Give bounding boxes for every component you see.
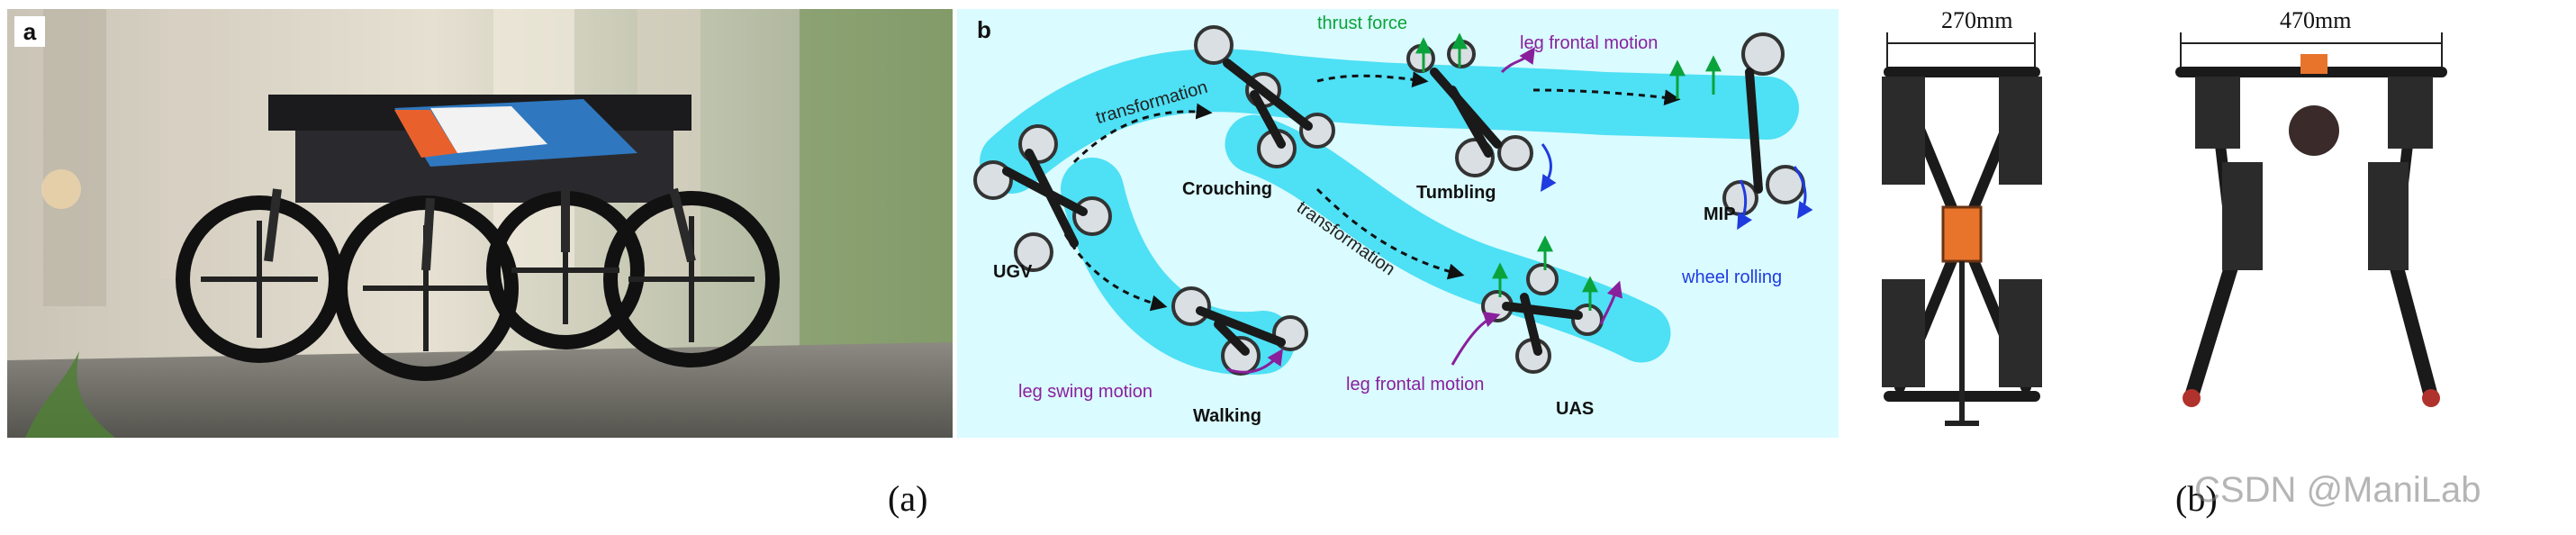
label-leg-frontal-motion-bottom: leg frontal motion bbox=[1346, 375, 1485, 394]
label-wheel-rolling: wheel rolling bbox=[1682, 268, 1783, 287]
watermark-text: CSDN @ManiLab bbox=[2194, 470, 2481, 510]
label-thrust-force: thrust force bbox=[1317, 14, 1408, 33]
robot-dimensions-figure bbox=[1882, 32, 2447, 426]
upper-band bbox=[980, 49, 1799, 194]
panel-letter-b: b bbox=[977, 16, 991, 43]
stage-tumbling: Tumbling bbox=[1416, 183, 1496, 203]
label-leg-swing-motion: leg swing motion bbox=[1018, 382, 1152, 402]
stage-crouching: Crouching bbox=[1182, 179, 1272, 199]
robot-dimensions-panel: 270mm 470mm bbox=[1855, 0, 2576, 438]
label-leg-frontal-motion-top: leg frontal motion bbox=[1520, 33, 1659, 53]
dimension-label-left: 270mm bbox=[1941, 7, 2013, 33]
dimension-label-right: 470mm bbox=[2280, 7, 2352, 33]
robot-photo-panel: a bbox=[7, 9, 953, 438]
stage-uas: UAS bbox=[1556, 399, 1595, 419]
robot-photo bbox=[7, 9, 953, 438]
transformation-diagram-panel: b thrust force leg frontal motion transf… bbox=[957, 9, 1839, 438]
stage-mip: MIP bbox=[1704, 204, 1736, 224]
stage-walking: Walking bbox=[1193, 406, 1261, 426]
caption-left: (a) bbox=[888, 478, 928, 519]
caption-right: (b) bbox=[2175, 478, 2218, 519]
transformation-diagram bbox=[973, 25, 1813, 376]
panel-letter-a: a bbox=[14, 16, 45, 47]
stage-ugv: UGV bbox=[993, 262, 1033, 282]
